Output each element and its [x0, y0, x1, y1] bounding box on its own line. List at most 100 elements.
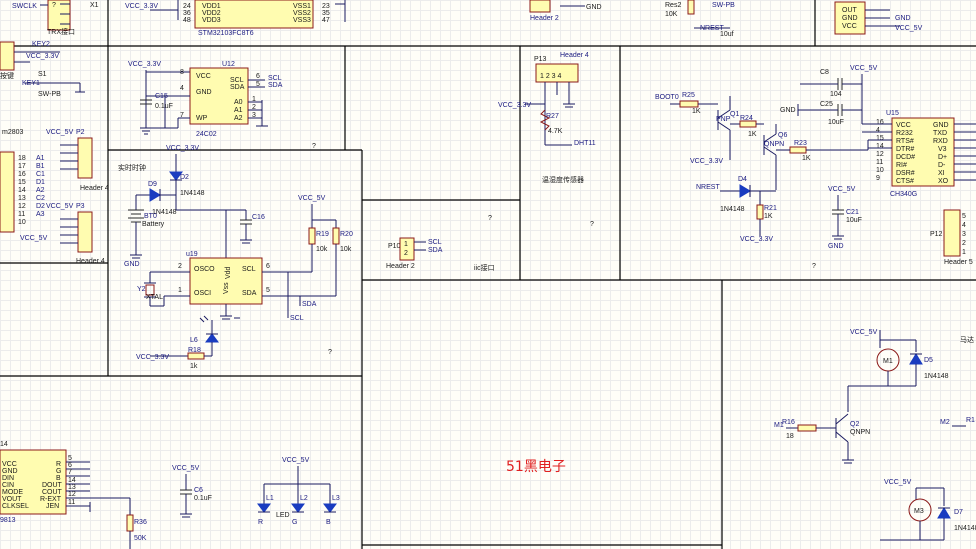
svg-text:2: 2: [178, 263, 182, 270]
svg-text:S1: S1: [38, 71, 47, 78]
svg-text:A1: A1: [234, 107, 243, 114]
svg-text:Header 2: Header 2: [530, 15, 559, 22]
rgb-led-block: VCC_5V L1 L2 L3 LED R G B: [257, 457, 340, 526]
svg-text:RTS#: RTS#: [896, 138, 914, 145]
svg-text:VDD1: VDD1: [202, 3, 221, 10]
svg-text:P12: P12: [930, 231, 943, 238]
svg-text:DCD#: DCD#: [896, 154, 915, 161]
svg-text:M2: M2: [940, 419, 950, 426]
svg-text:1K: 1K: [764, 213, 773, 220]
svg-text:VCC_3.3V: VCC_3.3V: [166, 145, 199, 152]
svg-text:GND: GND: [842, 15, 858, 22]
svg-text:1 2 3 4: 1 2 3 4: [540, 73, 562, 80]
svg-text:SDA: SDA: [268, 82, 283, 89]
svg-text:D-: D-: [938, 162, 946, 169]
svg-text:2: 2: [252, 104, 256, 111]
svg-text:R232: R232: [896, 130, 913, 137]
svg-text:4: 4: [180, 85, 184, 92]
svg-text:SW-PB: SW-PB: [712, 2, 735, 9]
svg-text:9: 9: [876, 175, 880, 182]
svg-text:5: 5: [256, 81, 260, 88]
svg-text:1N4148: 1N4148: [924, 373, 949, 380]
svg-text:Vss: Vss: [223, 282, 230, 294]
svg-text:36: 36: [183, 10, 191, 17]
svg-text:B1: B1: [36, 163, 45, 170]
svg-text:24C02: 24C02: [196, 131, 217, 138]
svg-text:LED: LED: [276, 512, 290, 519]
svg-text:18: 18: [786, 433, 794, 440]
svg-text:NREST: NREST: [696, 184, 720, 191]
svg-text:按键: 按键: [0, 71, 14, 80]
svg-text:C8: C8: [820, 69, 829, 76]
svg-text:SCL: SCL: [242, 266, 256, 273]
svg-text:RI#: RI#: [896, 162, 907, 169]
svg-text:SCL: SCL: [290, 315, 304, 322]
svg-text:10: 10: [876, 167, 884, 174]
svg-text:4.7K: 4.7K: [548, 128, 563, 135]
svg-text:Header 4: Header 4: [76, 258, 105, 265]
iic-block: P10 1 2 SCL SDA Header 2 iic接口 ?: [386, 215, 495, 272]
svg-text:3: 3: [252, 112, 256, 119]
svg-text:Q1: Q1: [730, 111, 739, 118]
svg-text:5: 5: [266, 287, 270, 294]
svg-text:R24: R24: [740, 115, 753, 122]
svg-text:11: 11: [68, 499, 75, 506]
svg-text:GND: GND: [2, 468, 18, 475]
svg-text:OSCI: OSCI: [194, 290, 211, 297]
svg-text:VDD3: VDD3: [202, 17, 221, 24]
svg-text:P10: P10: [388, 243, 401, 250]
svg-text:VCC_3.3V: VCC_3.3V: [125, 3, 158, 10]
svg-text:PNP: PNP: [716, 116, 731, 123]
rtc-title: 实时时钟: [118, 163, 146, 172]
svg-text:1N4148: 1N4148: [180, 190, 205, 197]
svg-text:C21: C21: [846, 209, 859, 216]
svg-text:VOUT: VOUT: [2, 496, 22, 503]
svg-text:G: G: [56, 468, 61, 475]
svg-text:13: 13: [68, 484, 76, 491]
svg-text:X1: X1: [90, 2, 99, 9]
svg-text:C1: C1: [36, 171, 45, 178]
svg-text:VSS2: VSS2: [293, 10, 311, 17]
svg-text:16: 16: [18, 171, 26, 178]
key-block: KEY2 VCC_3.3V 按键 S1 KEY1 SW-PB: [0, 41, 85, 98]
svg-text:SCL: SCL: [428, 239, 442, 246]
svg-text:D1: D1: [36, 179, 45, 186]
rtc-block: 实时时钟 VCC_3.3V D2 1N4148 D9 1N4148 BT0 Ba…: [118, 145, 353, 370]
mcu-name: STM32103FC8T6: [198, 30, 254, 37]
svg-text:1: 1: [178, 287, 182, 294]
svg-text:1K: 1K: [692, 108, 701, 115]
svg-text:VCC: VCC: [842, 23, 857, 30]
svg-text:DSR#: DSR#: [896, 170, 915, 177]
svg-text:VCC_5V: VCC_5V: [46, 203, 74, 210]
svg-text:?: ?: [328, 349, 332, 356]
swclk-label: SWCLK: [12, 3, 37, 10]
svg-text:DTR#: DTR#: [896, 146, 914, 153]
svg-text:R20: R20: [340, 231, 353, 238]
svg-text:L6: L6: [190, 337, 198, 344]
svg-text:1: 1: [252, 96, 256, 103]
svg-text:XO: XO: [938, 178, 949, 185]
svg-text:COUT: COUT: [42, 489, 63, 496]
svg-text:1: 1: [404, 241, 408, 248]
svg-text:VCC_5V: VCC_5V: [828, 186, 856, 193]
svg-text:1: 1: [962, 249, 966, 256]
svg-text:Header 4: Header 4: [560, 52, 589, 59]
svg-text:23: 23: [322, 3, 330, 10]
svg-text:R21: R21: [764, 205, 777, 212]
svg-text:CLKSEL: CLKSEL: [2, 503, 29, 510]
svg-text:Header 2: Header 2: [386, 263, 415, 270]
svg-text:48: 48: [183, 17, 191, 24]
svg-text:WP: WP: [196, 115, 208, 122]
svg-text:A2: A2: [36, 187, 45, 194]
svg-text:6: 6: [266, 263, 270, 270]
svg-text:VCC_3.3V: VCC_3.3V: [690, 158, 723, 165]
svg-text:VCC_3.3V: VCC_3.3V: [498, 102, 531, 109]
mcu-power-block: VCC_3.3V 24 36 48 VDD1 VDD2 VDD3 VSS1 VS…: [125, 0, 346, 37]
svg-text:?: ?: [488, 215, 492, 222]
svg-text:B: B: [56, 475, 61, 482]
svg-text:VDD2: VDD2: [202, 10, 221, 17]
svg-text:SCL: SCL: [230, 77, 244, 84]
svg-text:VSS1: VSS1: [293, 3, 311, 10]
